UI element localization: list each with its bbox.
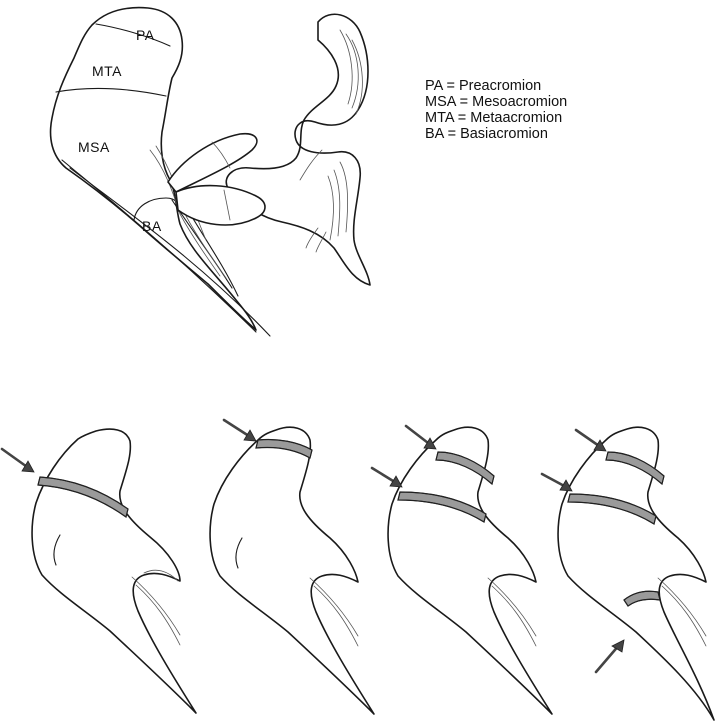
region-label-pa: PA (136, 27, 155, 43)
variant-2-meso-meta-acromion (210, 420, 374, 714)
region-label-mta: MTA (92, 63, 122, 79)
legend-item-ba: BA = Basiacromion (425, 126, 548, 142)
variant-3-two-fractures (372, 426, 552, 714)
variant-1-pre-meso-acromion (2, 429, 196, 713)
variant-4-three-fractures (542, 427, 714, 720)
variant-1-acromion (32, 429, 196, 713)
variant-1-arrow-head (22, 461, 34, 472)
region-label-ba: BA (142, 218, 162, 234)
legend: PA = Preacromion MSA = Mesoacromion MTA … (425, 78, 567, 142)
region-label-msa: MSA (78, 139, 110, 155)
scapula-main-drawing: PA MTA MSA BA (51, 8, 370, 336)
legend-item-msa: MSA = Mesoacromion (425, 94, 567, 110)
variant-3-acromion (388, 427, 552, 714)
variant-4-acromion (558, 427, 714, 720)
legend-item-mta: MTA = Metaacromion (425, 110, 562, 126)
acromion-outline (51, 8, 256, 330)
variant-2-acromion (210, 427, 374, 714)
legend-item-pa: PA = Preacromion (425, 78, 541, 94)
